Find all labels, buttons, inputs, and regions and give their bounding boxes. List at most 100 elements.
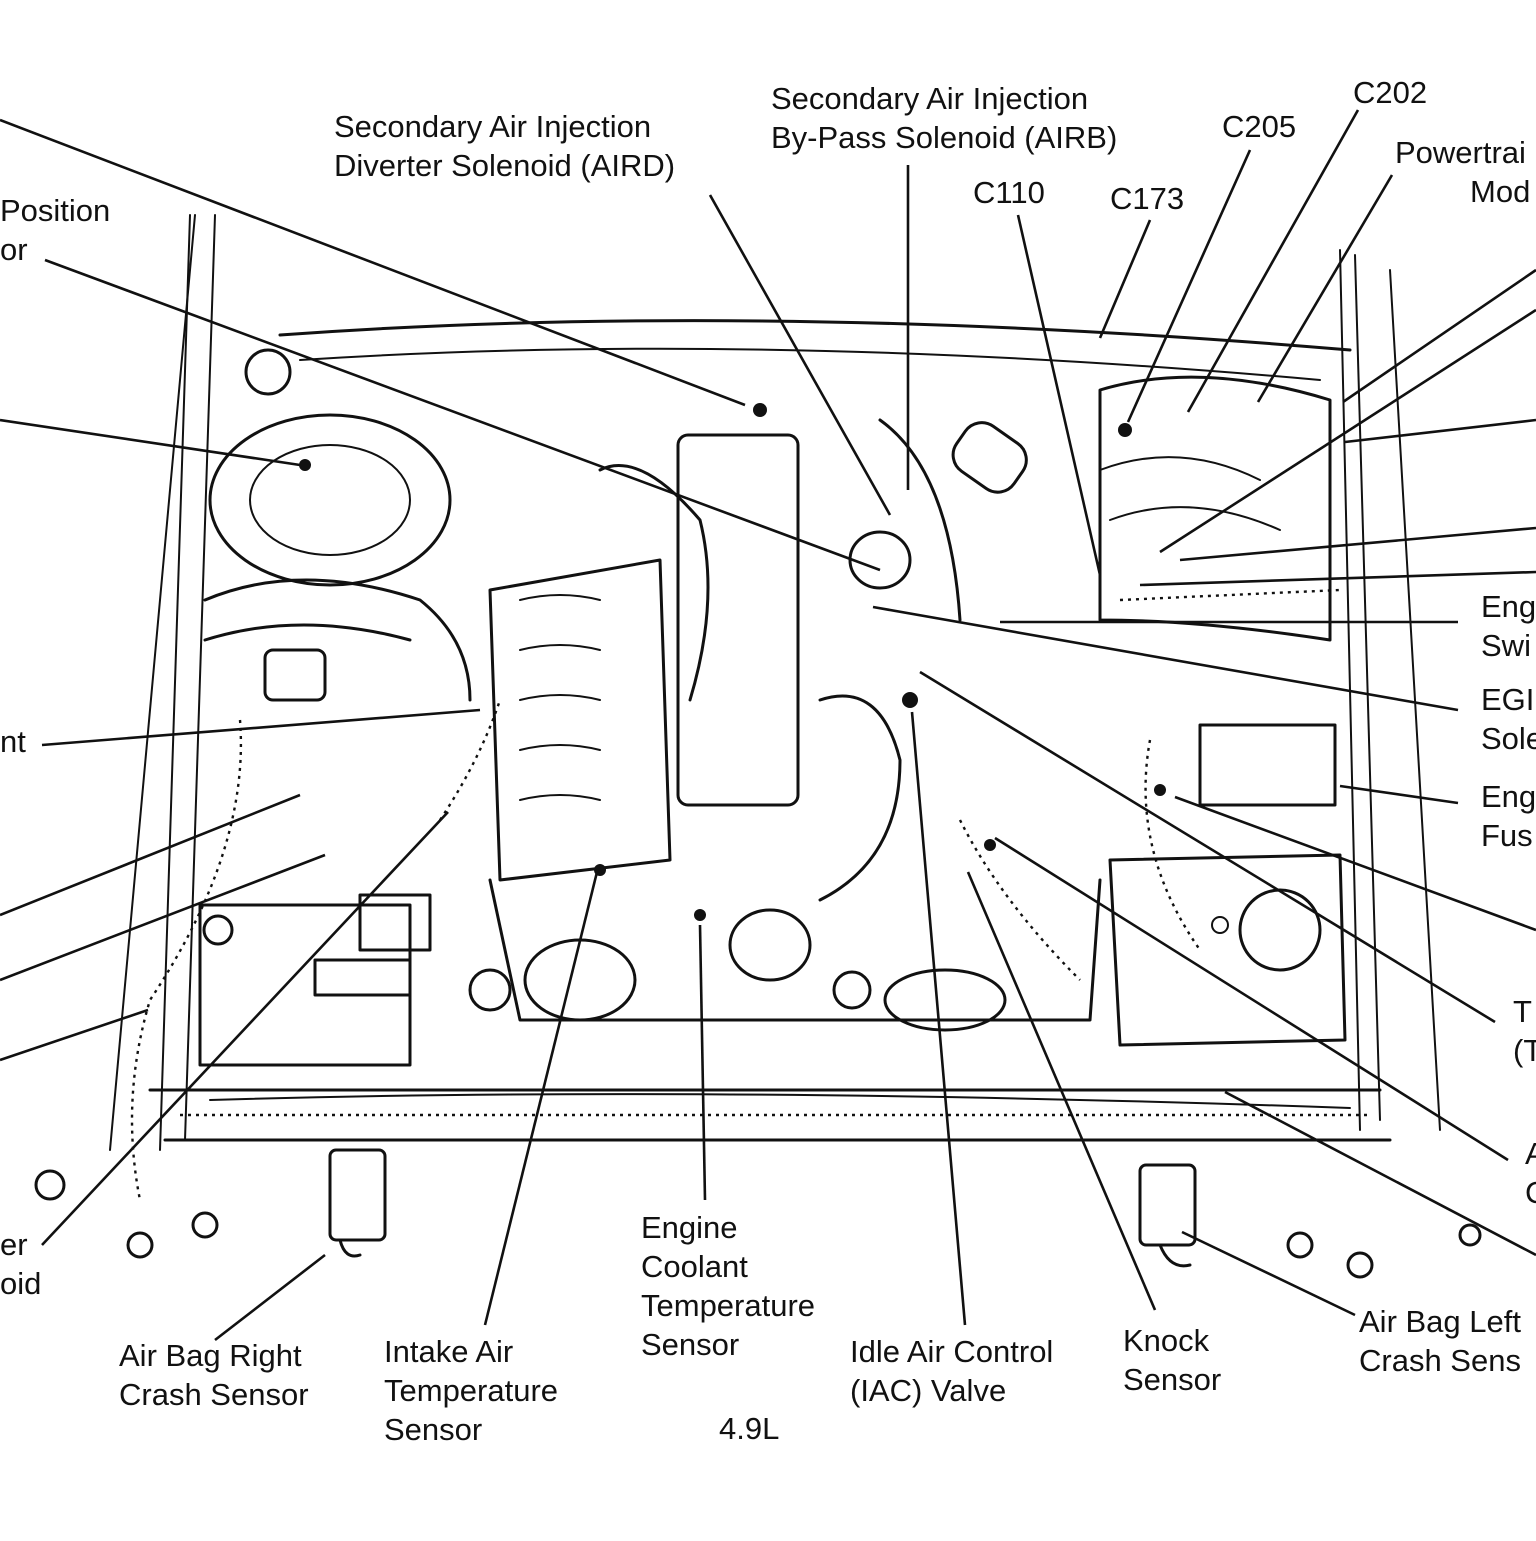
runner-5: [519, 794, 601, 801]
label-line: C: [1525, 1175, 1536, 1210]
socket-2: [126, 1231, 154, 1259]
intake-duct: [203, 578, 472, 702]
connector-bank: [1119, 588, 1341, 602]
label-line: By-Pass Solenoid (AIRB): [771, 120, 1117, 155]
leader-aird: [708, 194, 892, 516]
label-line: Coolant: [641, 1249, 748, 1284]
engine-block: [488, 878, 1102, 1022]
label-line: Temperature: [641, 1288, 815, 1323]
pcm-wires-2: [1109, 506, 1281, 531]
label-line: Intake Air: [384, 1334, 513, 1369]
leader-ant: [41, 708, 481, 747]
label-line: Sensor: [384, 1412, 482, 1447]
leader-c205: [1126, 149, 1252, 423]
left-fender-line-inner: [159, 214, 191, 1151]
leader-c110: [1016, 214, 1102, 576]
leader-ab-left: [1181, 1230, 1356, 1317]
connector-dot: [753, 403, 767, 417]
label-ant: nt: [0, 724, 26, 759]
label-line: Crash Sens: [1359, 1343, 1521, 1378]
leader-right-a: [994, 836, 1509, 1162]
battery-terminal-block: [313, 958, 412, 997]
label-line: C202: [1353, 75, 1427, 110]
label-line: Secondary Air Injection: [334, 109, 651, 144]
label-line: T: [1513, 994, 1532, 1029]
label-line: or: [0, 232, 28, 267]
right-outer-fender: [1389, 269, 1441, 1131]
label-line: C205: [1222, 109, 1296, 144]
leader-right-1: [1342, 268, 1536, 404]
connector-dot: [1154, 784, 1166, 796]
left-fender-line: [184, 214, 216, 1141]
valve-cover: [676, 433, 800, 807]
label-line: Diverter Solenoid (AIRD): [334, 148, 675, 183]
left-crash-sensor-lead: [1158, 1243, 1192, 1268]
label-line: EGI: [1481, 682, 1534, 717]
label-line: (T: [1513, 1033, 1536, 1068]
runner-3: [519, 694, 601, 701]
right-crash-sensor-body: [328, 1148, 387, 1242]
leader-position-sensor: [44, 258, 881, 572]
label-line: er: [0, 1227, 28, 1262]
runner-1: [519, 594, 601, 601]
label-line: A: [1525, 1136, 1536, 1171]
harness-left: [130, 719, 243, 1201]
pulley-left: [523, 938, 637, 1022]
engine-artwork: [34, 214, 1482, 1279]
connector-dot: [902, 692, 918, 708]
label-line: C173: [1110, 181, 1184, 216]
leader-tp: [919, 670, 1496, 1024]
label-line: Air Bag Left: [1359, 1304, 1521, 1339]
leader-left-bottom: [0, 1008, 149, 1062]
intake-duct-lower: [203, 623, 412, 642]
leader-left-lower: [0, 853, 326, 982]
leader-left-upper: [0, 418, 301, 467]
socket-6: [1458, 1223, 1482, 1247]
leader-right-4: [1179, 526, 1536, 562]
washer-reservoir: [1108, 853, 1347, 1047]
leader-solenoid-left: [41, 811, 449, 1246]
reservoir-bolt: [1211, 916, 1229, 934]
leader-left-mid: [0, 793, 301, 917]
label-line: Crash Sensor: [119, 1377, 309, 1412]
left-crash-sensor-body: [1138, 1163, 1197, 1247]
leader-right-2: [1159, 308, 1536, 554]
label-iac: Idle Air Control(IAC) Valve: [850, 1334, 1053, 1408]
leader-right-5: [1139, 570, 1536, 587]
label-c202: C202: [1353, 75, 1427, 110]
air-cleaner-housing: [208, 413, 452, 587]
label-line: Sensor: [1123, 1362, 1221, 1397]
harness-right: [1144, 739, 1201, 951]
label-line: Air Bag Right: [119, 1338, 302, 1373]
leader-ect: [698, 924, 707, 1201]
leader-pcm: [1256, 174, 1394, 403]
label-c205: C205: [1222, 109, 1296, 144]
socket-1: [34, 1169, 66, 1201]
label-tp: T (T: [1513, 994, 1536, 1068]
socket-3: [191, 1211, 219, 1239]
label-line: Fus: [1481, 818, 1533, 853]
label-line: Sole: [1481, 721, 1536, 756]
engine-size-caption: 4.9L: [719, 1411, 779, 1446]
throttle-body: [818, 694, 902, 902]
label-line: Sensor: [641, 1327, 739, 1362]
connector-dot: [984, 839, 996, 851]
pulley-center: [728, 908, 812, 982]
vacuum-hose: [598, 464, 710, 702]
left-outer-fender: [109, 214, 196, 1151]
harness-knock: [958, 819, 1081, 981]
reservoir-cap: [1238, 888, 1322, 972]
leader-egr: [872, 605, 1459, 712]
harness-loom: [209, 1093, 1351, 1109]
leader-eng-fuse: [1339, 784, 1459, 805]
fuse-box: [1198, 723, 1337, 807]
